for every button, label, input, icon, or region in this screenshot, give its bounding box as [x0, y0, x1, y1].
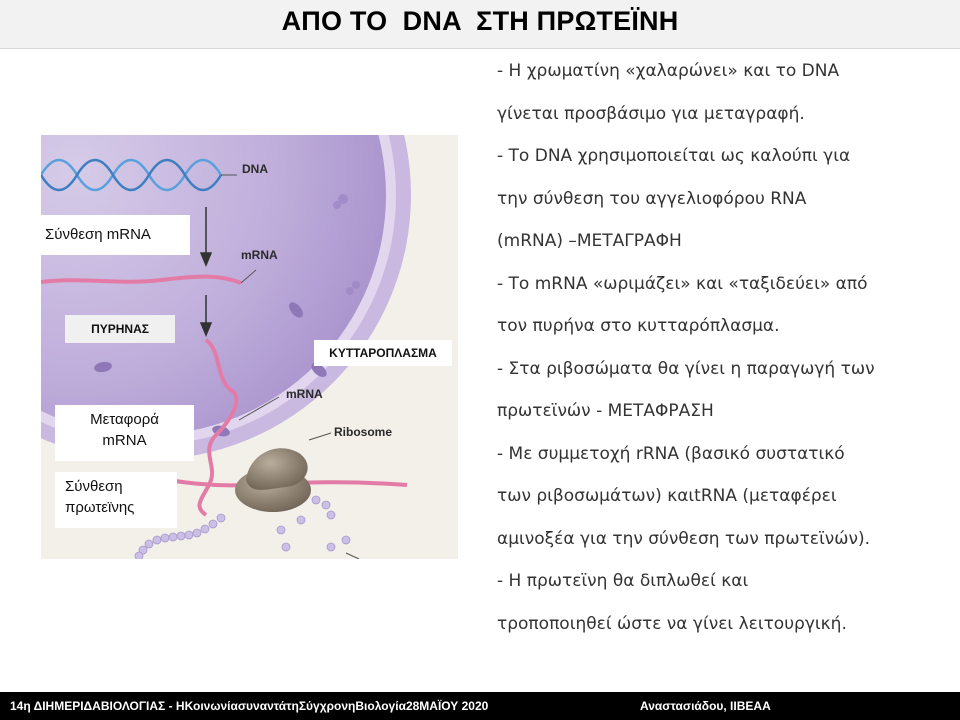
transcription-arrow	[199, 207, 213, 267]
text-line: - Στα ριβοσώματα θα γίνει η παραγωγή των	[497, 358, 875, 379]
mrna-nucleus-tag: mRNA	[241, 248, 278, 262]
label-mrna-transport-line2: mRNA	[102, 432, 147, 449]
text-line: (mRNA) –ΜΕΤΑΓΡΑΦΗ	[497, 231, 682, 251]
text-line: - Η χρωματίνη «χαλαρώνει» και το DNA	[497, 61, 840, 81]
dna-helix	[41, 158, 237, 192]
slide-title: ΑΠΟ ΤΟ DNA ΣΤΗ ΠΡΩΤΕΪΝΗ	[281, 6, 679, 36]
label-mrna-transport-line1: Μεταφορά	[90, 411, 159, 428]
text-line: - Η πρωτεϊνη θα διπλωθεί και	[497, 571, 749, 591]
text-line: - Με συμμετοχή rRNA (βασικό συστατικό	[497, 443, 845, 464]
export-arrow	[199, 295, 213, 337]
dna-to-protein-figure: DNA mRNA mRNA Ribosome Σύνθεση mRNA ΠΥΡΗ…	[41, 135, 458, 559]
label-cytoplasm: ΚΥΤΤΑΡΟΠΛΑΣΜΑ	[314, 340, 452, 366]
footer-author: Αναστασιάδου, ΙΙΒΕΑΑ	[640, 699, 771, 713]
label-protein-synthesis: Σύνθεση πρωτεϊνης	[55, 472, 177, 528]
mrna-export-strand	[197, 338, 239, 517]
mrna-cytoplasm-tag: mRNA	[286, 387, 323, 401]
dna-tag: DNA	[242, 162, 268, 176]
label-mrna-synthesis: Σύνθεση mRNA	[41, 215, 190, 255]
text-line: γίνεται προσβάσιμο για μεταγραφή.	[497, 103, 805, 124]
explanation-list: - Η χρωματίνη «χαλαρώνει» και το DNA γίν…	[497, 50, 947, 645]
nucleus	[41, 135, 386, 435]
text-line: την σύνθεση του αγγελιοφόρου RNA	[497, 188, 807, 209]
text-line: πρωτεϊνών - ΜΕΤΑΦΡΑΣΗ	[497, 401, 714, 421]
text-line: - Το mRNA «ωριμάζει» και «ταξιδεύει» από	[497, 273, 868, 294]
text-line: τροποποιηθεί ώστε να γίνει λειτουργική.	[497, 613, 847, 634]
ribosome	[235, 448, 311, 512]
label-nucleus: ΠΥΡΗΝΑΣ	[65, 315, 175, 343]
footer-event: 14η ΔΙΗΜΕΡΙΔΑΒΙΟΛΟΓΙΑΣ - ΗΚοινωνίασυναντ…	[10, 699, 489, 713]
text-line: αμινοξέα για την σύνθεση των πρωτεϊνών).	[497, 528, 871, 549]
amino-acid-chain	[134, 495, 351, 559]
text-line: - Το DNA χρησιμοποιείται ως καλούπι για	[497, 146, 851, 166]
label-mrna-transport: Μεταφορά mRNA	[55, 405, 194, 461]
chromatin-spots	[333, 194, 360, 295]
text-line: των ριβοσωμάτων) καιtRNA (μεταφέρει	[497, 486, 837, 506]
title-bar: ΑΠΟ ΤΟ DNA ΣΤΗ ΠΡΩΤΕΪΝΗ	[0, 0, 960, 49]
footer-bar: 14η ΔΙΗΜΕΡΙΔΑΒΙΟΛΟΓΙΑΣ - ΗΚοινωνίασυναντ…	[0, 692, 960, 720]
label-protein-synthesis-line2: πρωτεϊνης	[65, 499, 135, 516]
text-line: τον πυρήνα στο κυτταρόπλασμα.	[497, 316, 780, 336]
ribosome-tag: Ribosome	[334, 425, 393, 439]
mrna-nucleus-strand	[41, 274, 242, 285]
label-protein-synthesis-line1: Σύνθεση	[65, 478, 123, 495]
